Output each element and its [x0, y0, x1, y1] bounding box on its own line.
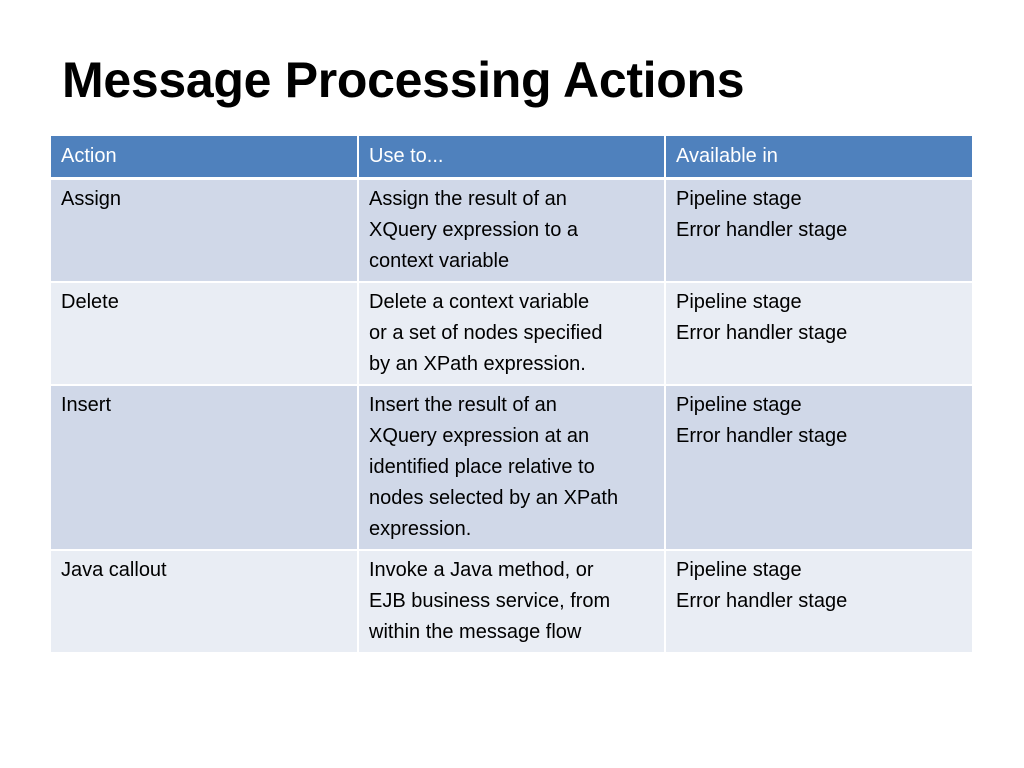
table-row: Java callout Invoke a Java method, or EJ… [51, 549, 972, 654]
use-to-line: Assign the result of an [369, 187, 567, 210]
available-in-cell: Pipeline stage Error handler stage [665, 281, 972, 386]
use-to-line: Invoke a Java method, or [369, 558, 594, 581]
header-action: Action [51, 136, 359, 180]
use-to-line: context variable [369, 249, 510, 272]
header-use-to: Use to... [358, 136, 666, 180]
available-in-line: Error handler stage [676, 218, 848, 241]
header-available-in: Available in [665, 136, 972, 180]
use-to-line: by an XPath expression. [369, 352, 586, 375]
available-in-cell: Pipeline stage Error handler stage [665, 178, 972, 283]
table-header-row: Action Use to... Available in [51, 136, 972, 180]
table-row: Delete Delete a context variable or a se… [51, 281, 972, 386]
action-cell: Assign [51, 178, 359, 283]
actions-table: Action Use to... Available in Assign Ass… [51, 136, 972, 654]
available-in-line: Pipeline stage [676, 393, 802, 416]
slide-title: Message Processing Actions [62, 52, 745, 108]
available-in-cell: Pipeline stage Error handler stage [665, 549, 972, 654]
available-in-line: Pipeline stage [676, 290, 802, 313]
use-to-line: Insert the result of an [369, 393, 557, 416]
available-in-line: Pipeline stage [676, 187, 802, 210]
available-in-line: Error handler stage [676, 589, 848, 612]
use-to-line: XQuery expression at an [369, 424, 590, 447]
use-to-line: XQuery expression to a [369, 218, 578, 241]
action-cell: Delete [51, 281, 359, 386]
use-to-cell: Insert the result of an XQuery expressio… [358, 384, 666, 551]
actions-table-container: Action Use to... Available in Assign Ass… [51, 136, 972, 654]
use-to-line: Delete a context variable [369, 290, 590, 313]
action-cell: Insert [51, 384, 359, 551]
use-to-line: identified place relative to [369, 455, 595, 478]
available-in-cell: Pipeline stage Error handler stage [665, 384, 972, 551]
action-cell: Java callout [51, 549, 359, 654]
table-row: Assign Assign the result of an XQuery ex… [51, 178, 972, 283]
use-to-line: expression. [369, 517, 472, 540]
use-to-cell: Delete a context variable or a set of no… [358, 281, 666, 386]
use-to-line: or a set of nodes specified [369, 321, 603, 344]
table-row: Insert Insert the result of an XQuery ex… [51, 384, 972, 551]
available-in-line: Pipeline stage [676, 558, 802, 581]
use-to-cell: Assign the result of an XQuery expressio… [358, 178, 666, 283]
available-in-line: Error handler stage [676, 424, 848, 447]
use-to-line: nodes selected by an XPath [369, 486, 619, 509]
use-to-line: EJB business service, from [369, 589, 611, 612]
available-in-line: Error handler stage [676, 321, 848, 344]
use-to-line: within the message flow [369, 620, 582, 643]
use-to-cell: Invoke a Java method, or EJB business se… [358, 549, 666, 654]
